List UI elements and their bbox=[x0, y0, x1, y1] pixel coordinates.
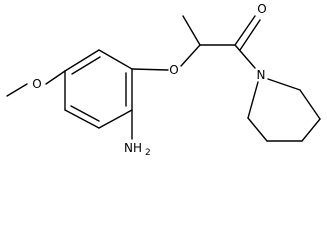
atom-amine-subscript: 2 bbox=[145, 148, 151, 157]
bond-omethoxy-ring bbox=[45, 70, 66, 85]
bond-ring-c5-c6-inner bbox=[70, 105, 100, 122]
bond-ring-c4-c5 bbox=[98, 109, 133, 129]
bond-carbonyl-o-1 bbox=[234, 15, 256, 46]
atom-o-carbonyl: O bbox=[257, 2, 266, 16]
atom-o-methoxy: O bbox=[32, 77, 41, 91]
atom-amine: NH 2 bbox=[124, 141, 151, 157]
bond-pip-n-c2 bbox=[267, 78, 301, 91]
bond-carbonyl-o-2 bbox=[239, 19, 261, 51]
bond-ring-c1-c2-inner bbox=[71, 56, 101, 75]
bond-pip-c2-c3 bbox=[299, 89, 321, 120]
bond-oether-ch bbox=[180, 44, 201, 67]
atom-o-ether: O bbox=[169, 63, 178, 77]
bond-methyl-omethoxy bbox=[6, 83, 28, 97]
bond-ring-c5-c6 bbox=[64, 109, 100, 129]
bond-ring-c2-c3 bbox=[98, 49, 133, 70]
bond-pip-c5-c6 bbox=[247, 117, 268, 142]
bond-pip-c6-n bbox=[247, 81, 259, 119]
atom-n-piperidine: N bbox=[257, 68, 266, 82]
atom-amine-nh: NH bbox=[124, 141, 142, 155]
bond-ring-oether bbox=[131, 68, 169, 71]
bond-carbonyl-n bbox=[234, 44, 256, 69]
bond-ch-methyl bbox=[182, 15, 201, 46]
bond-ring-c1-c2 bbox=[64, 49, 100, 72]
bond-pip-c3-c4 bbox=[301, 118, 321, 142]
structure-diagram: O O O N NH 2 bbox=[6, 2, 321, 157]
